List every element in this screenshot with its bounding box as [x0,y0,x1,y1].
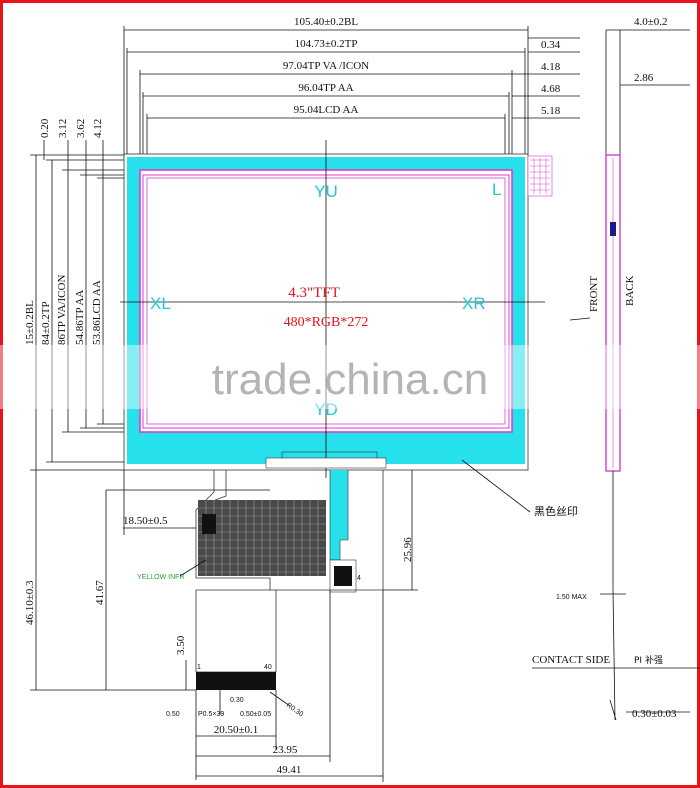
pin-1-label: 1 [197,664,201,671]
fpc-contact-pads [196,672,276,690]
touch-label-right: XR [462,294,486,313]
dim-side-max: 1.50 MAX [556,594,587,601]
dim-offset-412: 4.12 [92,119,104,138]
dim-pad-pitch-2: 0.50±0.05 [240,711,271,718]
touch-label-top: YU [314,182,338,201]
dim-tp-aa-height: 54.86TP AA [74,290,86,345]
left-dimensions [30,140,147,471]
dim-va-width: 97.04TP VA /ICON [283,60,369,72]
dim-fpc-2395: 23.95 [273,744,298,756]
panel-title: 4.3"TFT [288,285,340,301]
dim-fpc-2050: 20.50±0.1 [214,724,259,736]
dim-offset-468: 4.68 [541,83,561,95]
dim-offset-034: 0.34 [541,39,561,51]
watermark-text: trade.china.cn [212,355,488,404]
dim-fpc-2596: 25.96 [402,537,414,562]
yellow-infr-label: YELLOW INFR [137,574,184,581]
dim-offset-518: 5.18 [541,105,561,117]
side-front-label: FRONT [588,276,600,312]
dim-offset-362: 3.62 [75,119,87,138]
dim-lcd-aa-height: 53.86LCD AA [91,280,103,345]
dim-fpc-4167: 41.67 [94,580,106,605]
dim-lcd-aa-width: 95.04LCD AA [294,104,359,116]
dim-bl-height: 15±0.2BL [24,300,36,345]
pin-40-label: 40 [264,664,272,671]
dim-fpc-4610: 46.10±0.3 [24,580,36,625]
dim-radius: R0.30 [285,702,304,719]
watermark-band [0,345,700,409]
contact-side-label: CONTACT SIDE [532,654,610,666]
dim-bl-width: 105.40±0.2BL [294,16,358,28]
touch-label-bottom: YD [314,400,338,419]
dim-fpc-350: 3.50 [175,635,187,655]
dim-side-inner: 2.86 [634,72,654,84]
top-dimensions [123,26,580,165]
pin-4-label: 4 [357,575,361,582]
dim-offset-418: 4.18 [541,61,561,73]
side-view [532,29,700,721]
lcd-panel [120,140,553,478]
dim-tp-height: 84±0.2TP [40,301,52,345]
dim-pad-050: 0.50 [166,711,180,718]
panel-resolution: 480*RGB*272 [284,315,369,330]
dim-tp-width: 104.73±0.2TP [295,38,358,50]
dim-tp-aa-width: 96.04TP AA [298,82,353,94]
fpc-cable [30,470,418,782]
touch-label-corner: L [492,180,501,199]
dim-fpc-4941: 49.41 [277,764,302,776]
silkscreen-annotation: 黑色丝印 [534,504,578,518]
side-back-label: BACK [624,275,636,306]
dim-fpc-offset: 18.50±0.5 [123,515,168,527]
dim-pad-pitch: P0.5×39 [198,711,224,718]
dim-side-bottom: 0.30±0.03 [632,708,677,720]
touch-label-left: XL [150,294,171,313]
dim-offset-020: 0.20 [39,118,51,138]
pi-stiffener-label: PI 补强 [634,654,663,666]
dim-side-thickness: 4.0±0.2 [634,16,668,28]
dim-va-height: 86TP VA/ICON [56,275,68,345]
dim-pad-030: 0.30 [230,697,244,704]
dim-offset-312: 3.12 [57,119,69,138]
